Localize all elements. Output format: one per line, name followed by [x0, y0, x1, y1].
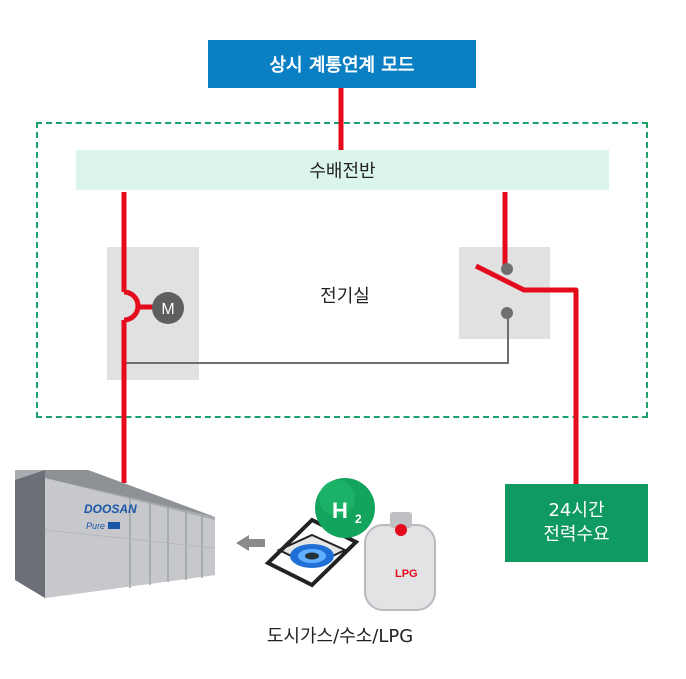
demand-line2: 전력수요	[543, 524, 610, 545]
hydrogen-icon: H 2	[315, 478, 375, 538]
electrical-room-label: 전기실	[320, 286, 370, 307]
fuel-cell-brand: DOOSAN	[84, 502, 137, 516]
fuel-cell-unit-icon: DOOSAN Pure	[15, 470, 216, 598]
switchboard-panel: 수배전반	[76, 150, 609, 190]
line-crossover	[123, 289, 141, 323]
fuel-cell-model: Pure	[86, 521, 105, 531]
lpg-tank-icon: LPG	[364, 512, 436, 611]
h2-subscript: 2	[355, 512, 362, 526]
arrow-left-icon	[236, 535, 265, 551]
h2-symbol: H	[332, 498, 348, 523]
demand-line1: 24시간	[548, 500, 605, 521]
motor-icon	[152, 292, 184, 324]
mode-label: 상시 계통연계 모드	[269, 55, 415, 76]
switchboard-label: 수배전반	[309, 161, 376, 182]
demand-line	[474, 263, 579, 484]
motor-label: M	[161, 301, 174, 318]
grid-connected-mode-box: 상시 계통연계 모드	[208, 40, 476, 88]
power-demand-box: 24시간 전력수요	[505, 484, 648, 562]
switch-contact-bottom	[501, 307, 513, 319]
lpg-tank-label: LPG	[395, 568, 418, 580]
control-wire	[122, 313, 509, 364]
fuel-source-label: 도시가스/수소/LPG	[266, 626, 414, 647]
switch-contact-top	[501, 263, 513, 275]
